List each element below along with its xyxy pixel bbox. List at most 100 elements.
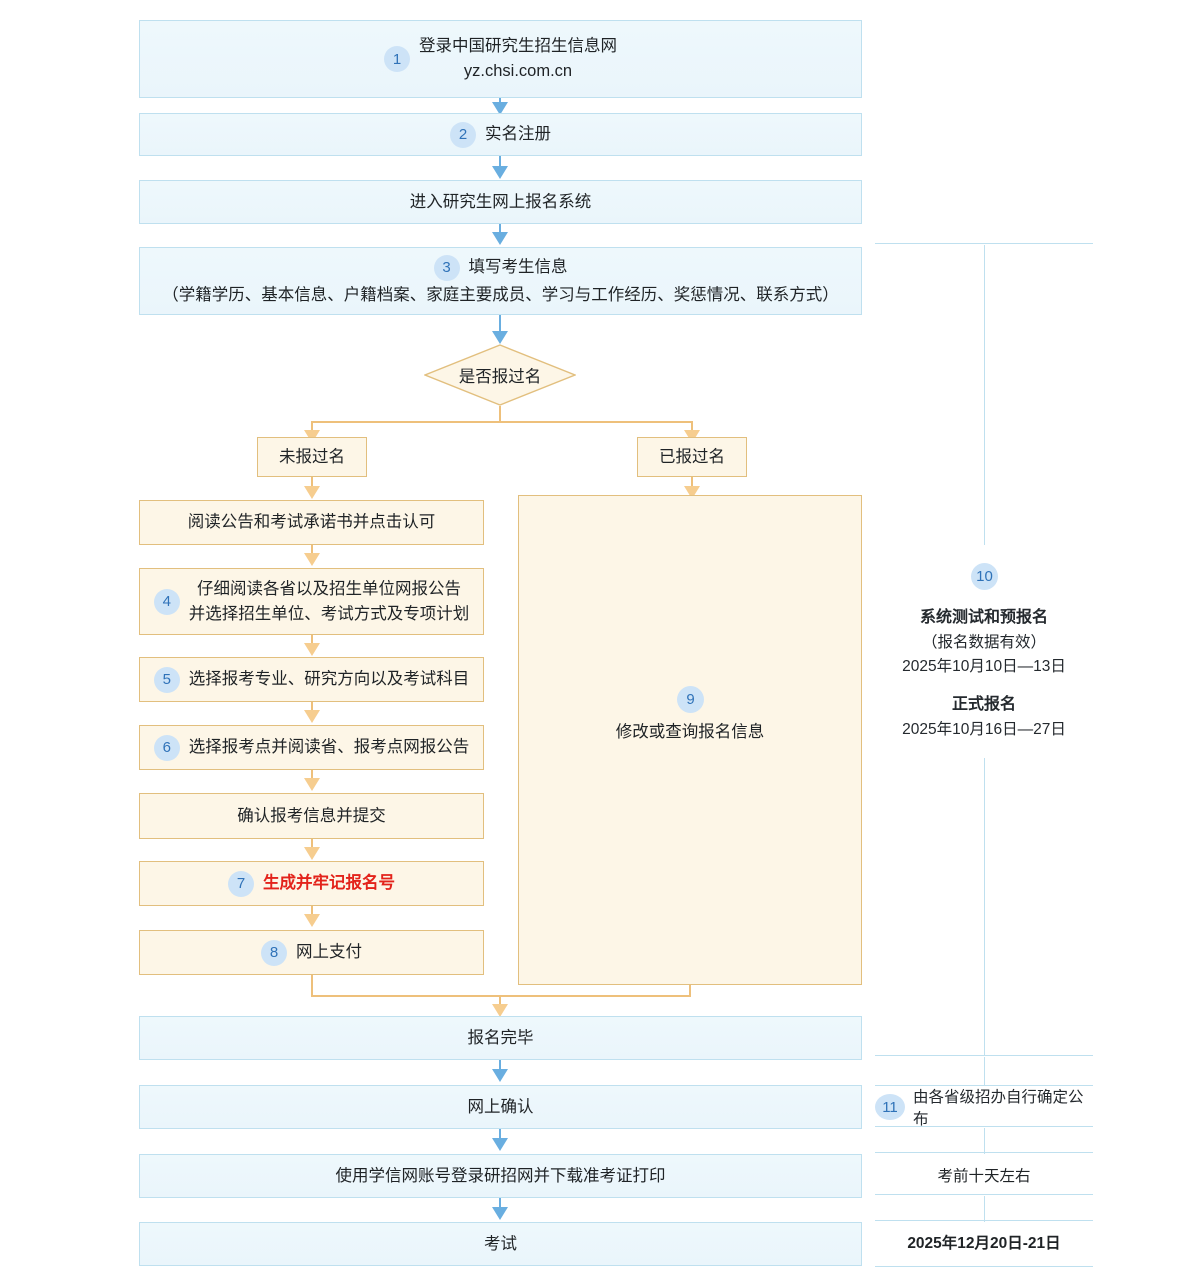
step-badge-8: 8 <box>261 939 287 966</box>
arrow-tail-2-3-icon <box>492 1207 508 1220</box>
node-fill-info-title: 填写考生信息 <box>468 258 568 277</box>
connector-lc-0-1 <box>311 545 313 556</box>
step-badge-5: 5 <box>153 666 180 693</box>
timeline-rule-6 <box>875 1220 1093 1221</box>
connector-3-4 <box>499 224 501 236</box>
connector-2-3 <box>499 156 501 168</box>
step-badge-6: 6 <box>153 734 180 761</box>
arrow-2-3-icon <box>492 166 508 179</box>
step-badge-3: 3 <box>433 254 460 281</box>
connector-lc-3-4 <box>311 770 313 781</box>
connector-tail-1-2 <box>499 1129 501 1141</box>
node-modify-query-registration[interactable] <box>518 495 862 985</box>
node-realname-register[interactable]: 2 实名注册 <box>139 113 862 156</box>
node-exam[interactable]: 考试 <box>139 1222 862 1266</box>
node-not-registered-label: 未报过名 <box>279 447 345 466</box>
node-already-registered[interactable]: 已报过名 <box>637 437 747 477</box>
timeline-tick-1 <box>984 245 985 545</box>
diamond-shape-icon <box>424 344 576 406</box>
node-read-province-notice-label: 仔细阅读各省以及招生单位网报公告 并选择招生单位、考试方式及专项计划 <box>188 579 470 623</box>
timeline-rule-2 <box>875 1085 1093 1086</box>
merge-center-drop <box>499 995 501 1007</box>
arrow-merge-icon <box>492 1004 508 1017</box>
decision-label: 是否报过名 <box>458 368 542 386</box>
node-modify-query-label: 修改或查询报名信息 <box>615 723 765 741</box>
timeline-tick-3 <box>984 1057 985 1085</box>
node-generate-number-label: 生成并牢记报名号 <box>263 874 395 893</box>
node-download-admission-ticket-label: 使用学信网账号登录研招网并下载准考证打印 <box>335 1166 666 1185</box>
node-generate-number[interactable]: 7 生成并牢记报名号 <box>139 861 484 906</box>
arrow-3-4-icon <box>492 232 508 245</box>
step-badge-11: 11 <box>875 1094 905 1120</box>
step-badge-1: 1 <box>384 46 410 72</box>
decision-split-line <box>311 421 691 423</box>
timeline-tick-4 <box>984 1128 985 1154</box>
decision-left-drop <box>311 421 313 433</box>
timeline-row-ticket: 考前十天左右 <box>937 1168 1031 1185</box>
node-read-province-notice[interactable]: 4 仔细阅读各省以及招生单位网报公告 并选择招生单位、考试方式及专项计划 <box>139 568 484 635</box>
timeline-tick-2 <box>984 758 985 1055</box>
node-fill-candidate-info[interactable]: 3 填写考生信息 （学籍学历、基本信息、户籍档案、家庭主要成员、学习与工作经历、… <box>139 247 862 315</box>
step-badge-10: 10 <box>971 563 998 590</box>
arrow-tail-1-2-icon <box>492 1138 508 1151</box>
connector-4-decision <box>499 315 501 333</box>
timeline-schedule-subtitle: （报名数据有效） <box>921 633 1046 651</box>
connector-left-branch <box>311 477 313 489</box>
arrow-lc-3-4-icon <box>304 778 320 791</box>
node-enter-system[interactable]: 进入研究生网上报名系统 <box>139 180 862 224</box>
step-badge-7: 7 <box>228 870 254 897</box>
connector-tail-0-1 <box>499 1060 501 1072</box>
timeline-rule-bottom <box>875 1266 1093 1267</box>
arrow-lc-1-2-icon <box>304 643 320 656</box>
merge-line <box>311 995 691 997</box>
timeline-rule-1 <box>875 1055 1093 1056</box>
node-download-admission-ticket[interactable]: 使用学信网账号登录研招网并下载准考证打印 <box>139 1154 862 1198</box>
merge-right-down <box>689 985 691 996</box>
decision-right-drop <box>691 421 693 433</box>
node-online-payment[interactable]: 8 网上支付 <box>139 930 484 975</box>
timeline-schedule-block: 系统测试和预报名 （报名数据有效） 2025年10月10日—13日 正式报名 2… <box>875 605 1093 743</box>
arrow-lc-0-1-icon <box>304 553 320 566</box>
timeline-rule-3 <box>875 1126 1093 1127</box>
node-choose-exam-site[interactable]: 6 选择报考点并阅读省、报考点网报公告 <box>139 725 484 770</box>
arrow-left-branch-icon <box>304 486 320 499</box>
node-registration-complete-label: 报名完毕 <box>467 1028 534 1047</box>
arrow-lc-2-3-icon <box>304 710 320 723</box>
node-online-payment-label: 网上支付 <box>296 943 362 962</box>
node-read-notice[interactable]: 阅读公告和考试承诺书并点击认可 <box>139 500 484 545</box>
timeline-tick-5 <box>984 1196 985 1222</box>
node-choose-major[interactable]: 5 选择报考专业、研究方向以及考试科目 <box>139 657 484 702</box>
node-choose-exam-site-label: 选择报考点并阅读省、报考点网报公告 <box>188 738 470 757</box>
node-online-confirmation-label: 网上确认 <box>467 1097 534 1116</box>
connector-lc-5-6 <box>311 906 313 917</box>
decision-stem <box>499 406 501 423</box>
connector-lc-2-3 <box>311 702 313 713</box>
merge-left-down <box>311 975 313 996</box>
timeline-row-confirmation-label: 由各省级招办自行确定公布 <box>913 1089 1084 1128</box>
node-read-notice-label: 阅读公告和考试承诺书并点击认可 <box>187 513 436 532</box>
timeline-row-exam-date: 2025年12月20日-21日 <box>907 1235 1061 1252</box>
node-exam-label: 考试 <box>484 1234 517 1253</box>
connector-lc-4-5 <box>311 839 313 850</box>
timeline-rule-5 <box>875 1194 1093 1195</box>
timeline-schedule-dates2: 2025年10月16日—27日 <box>902 720 1066 738</box>
timeline-schedule-title2: 正式报名 <box>951 696 1016 714</box>
node-confirm-submit-label: 确认报考信息并提交 <box>237 806 386 825</box>
node-registration-complete[interactable]: 报名完毕 <box>139 1016 862 1060</box>
node-not-registered[interactable]: 未报过名 <box>257 437 367 477</box>
node-online-confirmation[interactable]: 网上确认 <box>139 1085 862 1129</box>
arrow-lc-4-5-icon <box>304 847 320 860</box>
arrow-1-2-icon <box>492 102 508 115</box>
connector-lc-1-2 <box>311 635 313 646</box>
timeline-schedule-dates: 2025年10月10日—13日 <box>902 658 1066 676</box>
arrow-tail-0-1-icon <box>492 1069 508 1082</box>
node-fill-info-detail: （学籍学历、基本信息、户籍档案、家庭主要成员、学习与工作经历、奖惩情况、联系方式… <box>162 285 839 304</box>
decision-registered-before[interactable]: 是否报过名 <box>424 344 576 406</box>
timeline-schedule-title: 系统测试和预报名 <box>919 609 1048 626</box>
node-realname-label: 实名注册 <box>485 125 551 144</box>
node-confirm-submit[interactable]: 确认报考信息并提交 <box>139 793 484 839</box>
step-badge-9: 9 <box>677 686 704 713</box>
